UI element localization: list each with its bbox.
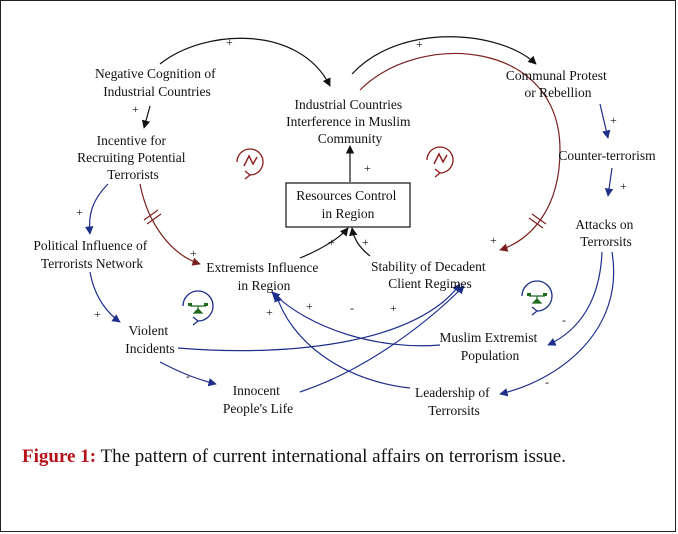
sign-stability-resources: + [362, 235, 369, 249]
node-industrial-interference: Industrial Countries Interference in Mus… [286, 97, 414, 146]
sign-political-violent: + [94, 307, 101, 321]
link-violent-to-innocent [159, 361, 217, 387]
sign-extremists-resources: + [328, 235, 335, 249]
sign-attacks-population: - [562, 313, 566, 327]
link-leadership-to-extremists [274, 293, 411, 389]
sign-negcog-interference: + [226, 35, 233, 49]
sign-innocent-stability: + [390, 301, 397, 315]
link-innocent-to-stability [299, 285, 465, 393]
node-political-influence: Political Influence of Terrorists Networ… [33, 238, 150, 271]
link-incentive-to-extremists [139, 183, 201, 266]
balancing-loop-icon [182, 290, 214, 326]
sign-interference-protest: + [416, 37, 423, 51]
link-incentive-to-political [85, 183, 109, 235]
link-protest-to-counter [599, 103, 611, 139]
link-extremists-to-resources [299, 227, 349, 259]
sign-resources-interference: + [364, 161, 371, 175]
sign-protest-counter: + [610, 113, 617, 127]
reinforcing-loop-icon-2 [426, 146, 454, 178]
link-population-to-extremists [271, 291, 441, 347]
causal-loop-diagram: Negative Cognition of Industrial Countri… [33, 35, 656, 418]
link-attacks-to-population [547, 251, 603, 346]
node-extremists-influence: Extremists Influence in Region [206, 260, 321, 293]
link-attacks-to-leadership [499, 251, 615, 397]
sign-incentive-extremists: + [190, 246, 197, 260]
node-resources-control: Resources Control in Region [296, 188, 400, 221]
link-political-to-violent [89, 271, 121, 323]
balancing-loop-icon-2 [521, 280, 553, 316]
delay-mark-right [531, 213, 547, 225]
node-stability-regimes: Stability of Decadent Client Regimes [371, 259, 489, 291]
sign-incentive-political: + [76, 205, 83, 219]
sign-counter-attacks: + [620, 179, 627, 193]
node-attacks-on-terrorists: Attacks on Terrorsits [575, 217, 637, 249]
figure-caption: Figure 1: The pattern of current interna… [22, 442, 658, 472]
sign-negcog-incentive: + [132, 102, 139, 116]
sign-attacks-leadership: - [545, 375, 549, 389]
node-negative-cognition: Negative Cognition of Industrial Countri… [95, 66, 219, 99]
delay-mark-left-2 [146, 213, 162, 225]
resources-control-box [285, 182, 411, 228]
node-leadership-terrorists: Leadership of Terrorsits [415, 385, 493, 418]
node-innocent-life: Innocent People's Life [223, 383, 293, 416]
link-stability-to-resources [349, 227, 371, 257]
delay-mark-right-2 [528, 217, 544, 229]
link-violent-to-stability [177, 283, 461, 352]
sign-violent-innocent: - [186, 369, 190, 383]
link-interference-to-protest [351, 36, 537, 75]
link-interference-to-stability [359, 53, 561, 252]
sign-violent-stability: - [350, 301, 354, 315]
sign-interference-stability: + [490, 233, 497, 247]
node-counter-terrorism: Counter-terrorism [558, 148, 656, 163]
link-negcog-to-interference [159, 37, 331, 87]
node-incentive-recruiting: Incentive for Recruiting Potential Terro… [77, 133, 189, 182]
link-counter-to-attacks [604, 167, 614, 197]
sign-population-extremists: + [266, 305, 273, 319]
node-muslim-extremist-population: Muslim Extremist Population [439, 330, 540, 363]
link-negcog-to-incentive [141, 105, 151, 129]
node-communal-protest: Communal Protest or Rebellion [506, 68, 610, 100]
caption-text: The pattern of current international aff… [96, 446, 566, 467]
node-violent-incidents: Violent Incidents [125, 323, 175, 356]
sign-leadership-extremists: + [306, 299, 313, 313]
delay-mark-left [143, 209, 159, 221]
reinforcing-loop-icon [236, 148, 264, 180]
caption-label: Figure 1: [22, 446, 97, 467]
